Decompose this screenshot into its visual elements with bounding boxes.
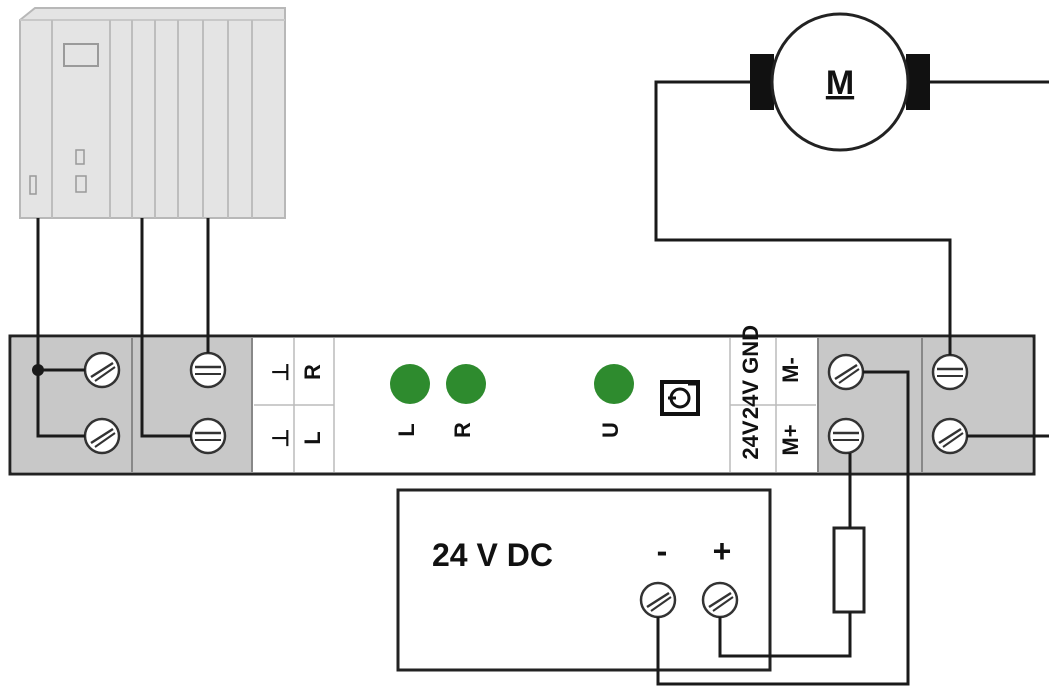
input-ground-bottom-label: ⊥: [268, 428, 293, 447]
power-supply-plus-screw[interactable]: [701, 581, 739, 619]
led-right-label: R: [450, 422, 475, 438]
supply-24v-label: 24V: [738, 420, 763, 459]
power-supply-minus-label: -: [657, 533, 668, 569]
motor: [750, 12, 930, 152]
terminal-screw-m-plus[interactable]: [931, 417, 969, 455]
terminal-screw-gnd[interactable]: [827, 353, 865, 391]
adjustment-potentiometer-icon[interactable]: [660, 380, 700, 416]
power-supply: [396, 488, 772, 672]
relay-module: [8, 334, 1036, 476]
led-power-indicator: [594, 364, 634, 404]
led-left-indicator: [390, 364, 430, 404]
terminal-screw-1[interactable]: [83, 351, 121, 389]
plc-controller: [19, 7, 286, 219]
terminal-screw-24v[interactable]: [827, 417, 865, 455]
power-supply-minus-screw[interactable]: [639, 581, 677, 619]
terminal-screw-m-minus[interactable]: [931, 353, 969, 391]
led-left-label: L: [394, 423, 419, 436]
motor-label: M: [826, 64, 854, 102]
terminal-screw-4[interactable]: [189, 417, 227, 455]
power-supply-label: 24 V DC: [432, 537, 553, 573]
motor-minus-label: M-: [778, 357, 803, 383]
input-ground-top-label: ⊥: [268, 362, 293, 381]
led-right-indicator: [446, 364, 486, 404]
fuse: [832, 526, 866, 614]
terminal-screw-2[interactable]: [83, 417, 121, 455]
input-left-label: L: [300, 431, 325, 444]
terminal-screw-3[interactable]: [189, 351, 227, 389]
power-supply-plus-label: +: [713, 533, 732, 569]
motor-plus-label: M+: [778, 424, 803, 455]
wiring: [32, 80, 1049, 686]
input-right-label: R: [300, 364, 325, 380]
led-power-label: U: [598, 422, 623, 438]
gnd-24v-label: 24V GND: [738, 325, 763, 419]
